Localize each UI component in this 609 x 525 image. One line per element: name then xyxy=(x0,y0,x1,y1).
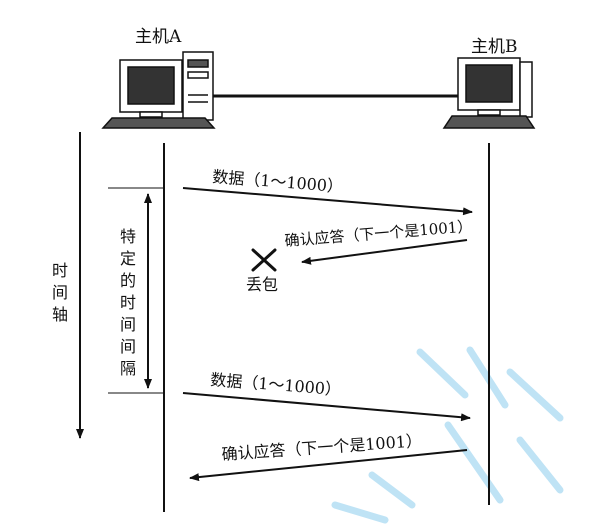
interval-char: 的 xyxy=(120,271,136,290)
host-a-label: 主机A xyxy=(135,27,182,47)
host-b-computer-icon xyxy=(442,57,536,129)
ack-arrow-2 xyxy=(189,449,468,482)
ack-label-1: 确认应答（下一个是1001） xyxy=(284,217,473,250)
time-axis-char: 间 xyxy=(52,283,68,302)
data-label-2: 数据（1～1000） xyxy=(210,370,342,399)
ack-arrow-lost xyxy=(301,239,468,265)
host-b-label: 主机B xyxy=(471,37,518,57)
watermark xyxy=(331,346,564,524)
ack-label-2: 确认应答（下一个是1001） xyxy=(221,431,423,464)
data-arrow-2 xyxy=(182,392,471,422)
interval-char: 时 xyxy=(120,293,136,312)
data-arrow-1 xyxy=(182,187,473,216)
interval-char: 间 xyxy=(120,315,136,334)
interval-char: 间 xyxy=(120,337,136,356)
interval-char: 隔 xyxy=(120,359,136,378)
interval-char: 特 xyxy=(120,227,136,246)
interval-char: 定 xyxy=(120,249,136,268)
packet-loss-label: 丢包 xyxy=(246,275,278,294)
host-a-computer-icon xyxy=(101,51,216,129)
time-axis-char: 轴 xyxy=(52,305,68,324)
time-axis-char: 时 xyxy=(52,261,68,280)
cross-icon xyxy=(251,248,277,272)
